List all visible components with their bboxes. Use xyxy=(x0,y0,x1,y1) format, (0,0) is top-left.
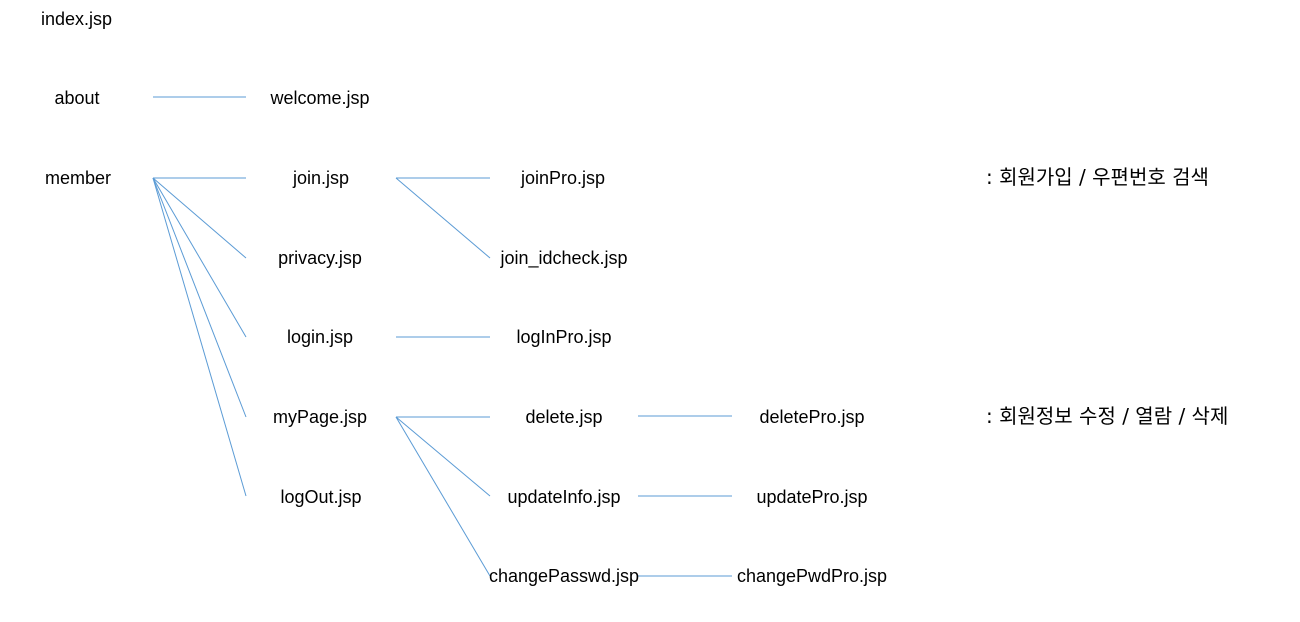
node-updatepro: updatePro.jsp xyxy=(756,487,868,507)
connector-mypage-changepasswd xyxy=(395,416,491,577)
connector-mypage-updateinfo xyxy=(395,416,491,497)
node-logout: logOut.jsp xyxy=(280,487,362,507)
node-loginpro: logInPro.jsp xyxy=(516,327,612,347)
node-privacy: privacy.jsp xyxy=(278,248,362,268)
node-changepwdpro: changePwdPro.jsp xyxy=(736,566,888,586)
node-login: login.jsp xyxy=(286,327,354,347)
node-member: member xyxy=(44,168,112,188)
node-welcome: welcome.jsp xyxy=(270,88,370,108)
note-join: : 회원가입 / 우편번호 검색 xyxy=(986,165,1209,189)
connector-member-logout xyxy=(152,177,247,497)
connector-member-privacy xyxy=(152,177,247,259)
node-changepasswd: changePasswd.jsp xyxy=(488,566,640,586)
note-mypage: : 회원정보 수정 / 열람 / 삭제 xyxy=(986,404,1229,428)
node-mypage: myPage.jsp xyxy=(272,407,368,427)
node-deletepro: deletePro.jsp xyxy=(759,407,865,427)
node-joinpro: joinPro.jsp xyxy=(520,168,606,188)
node-join: join.jsp xyxy=(292,168,350,188)
node-join-idcheck: join_idcheck.jsp xyxy=(500,248,628,268)
node-index: index.jsp xyxy=(41,9,113,29)
connector-join-join_idcheck xyxy=(395,177,491,259)
connector-member-mypage xyxy=(152,177,247,418)
node-updateinfo: updateInfo.jsp xyxy=(507,487,621,507)
connector-member-login xyxy=(152,177,247,338)
node-delete: delete.jsp xyxy=(525,407,603,427)
node-about: about xyxy=(54,88,100,108)
